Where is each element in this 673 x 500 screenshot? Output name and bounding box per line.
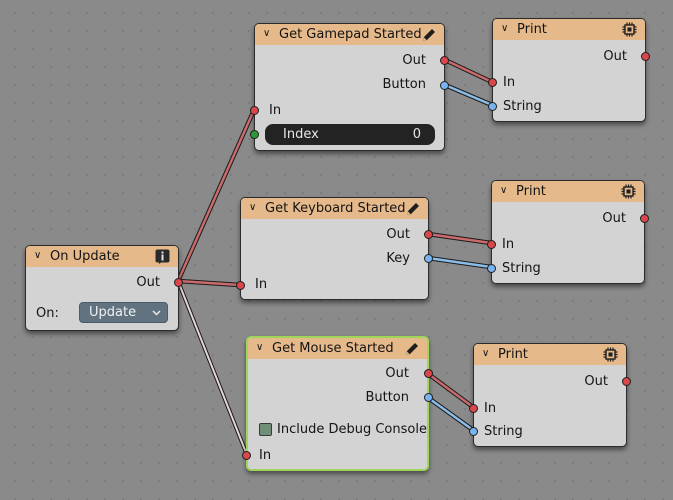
- socket-string[interactable]: [469, 427, 478, 436]
- socket-string[interactable]: [488, 102, 497, 111]
- chevron-down-icon: [152, 310, 161, 315]
- on-label: On:: [36, 306, 59, 321]
- chevron-down-icon[interactable]: ∨: [501, 23, 509, 34]
- node-print-2[interactable]: ∨ Print Out In String: [487, 180, 649, 284]
- socket-out[interactable]: [424, 230, 433, 239]
- wire-mouse-out-to-print3: [425, 371, 475, 409]
- node-print-1[interactable]: ∨ Print Out In String: [488, 18, 650, 122]
- socket-out[interactable]: [622, 377, 631, 386]
- node-header[interactable]: ∨ Print: [492, 181, 644, 202]
- socket-index[interactable]: [250, 130, 259, 139]
- socket-label-out: Out: [584, 374, 608, 389]
- socket-label-in: In: [255, 277, 268, 292]
- chip-icon[interactable]: [621, 21, 638, 38]
- index-value: 0: [412, 127, 421, 142]
- chevron-down-icon[interactable]: ∨: [482, 348, 490, 359]
- node-header[interactable]: ∨ Print: [493, 19, 645, 40]
- socket-out[interactable]: [424, 369, 433, 378]
- on-event-dropdown[interactable]: Update: [79, 302, 168, 323]
- node-title: Get Mouse Started: [272, 341, 394, 356]
- socket-label-string: String: [502, 261, 541, 276]
- socket-in[interactable]: [487, 240, 496, 249]
- checkbox-label: Include Debug Console: [277, 422, 427, 437]
- socket-label-in: In: [503, 75, 516, 90]
- wire-keyboard-key-to-print2: [427, 255, 492, 270]
- node-title: Print: [516, 184, 546, 199]
- socket-label-out: Out: [136, 275, 160, 290]
- node-title: Print: [517, 22, 547, 37]
- socket-label-in: In: [502, 237, 515, 252]
- socket-string[interactable]: [487, 264, 496, 273]
- socket-label-string: String: [484, 424, 523, 439]
- node-get-gamepad-started[interactable]: ∨ Get Gamepad Started Out Button In Inde…: [250, 23, 449, 151]
- node-title: Get Gamepad Started: [279, 27, 422, 42]
- node-title: Print: [498, 347, 528, 362]
- socket-label-in: In: [259, 448, 272, 463]
- wire-update-to-mouse: [176, 280, 249, 456]
- socket-in[interactable]: [236, 281, 245, 290]
- socket-out[interactable]: [640, 214, 649, 223]
- socket-in[interactable]: [242, 451, 251, 460]
- socket-label-out: Out: [386, 227, 410, 242]
- wire-gamepad-out-to-print1: [444, 57, 493, 85]
- index-label: Index: [283, 127, 319, 142]
- chip-icon[interactable]: [602, 346, 619, 363]
- socket-label-key: Key: [386, 251, 410, 266]
- chevron-down-icon[interactable]: ∨: [500, 185, 508, 196]
- socket-label-out: Out: [602, 211, 626, 226]
- socket-label-in: In: [484, 401, 497, 416]
- node-print-3[interactable]: ∨ Print Out In String: [469, 343, 631, 447]
- chevron-down-icon[interactable]: ∨: [263, 28, 271, 39]
- node-header[interactable]: ∨ Get Mouse Started: [248, 338, 427, 359]
- node-get-keyboard-started[interactable]: ∨ Get Keyboard Started Out Key In: [236, 197, 433, 300]
- chevron-down-icon[interactable]: ∨: [256, 342, 264, 353]
- chip-icon[interactable]: [620, 183, 637, 200]
- chevron-down-icon[interactable]: ∨: [249, 202, 257, 213]
- chevron-down-icon[interactable]: ∨: [34, 250, 42, 261]
- socket-key[interactable]: [424, 254, 433, 263]
- socket-label-out: Out: [402, 53, 426, 68]
- node-header[interactable]: ∨ Get Keyboard Started: [241, 198, 428, 219]
- wire-mouse-button-to-print3: [425, 395, 475, 432]
- node-header[interactable]: ∨ Get Gamepad Started: [255, 24, 444, 45]
- dropdown-value: Update: [89, 305, 137, 320]
- index-field[interactable]: Index 0: [265, 124, 435, 145]
- node-get-mouse-started[interactable]: ∨ Get Mouse Started Out Button Include D…: [242, 336, 433, 471]
- socket-button[interactable]: [440, 81, 449, 90]
- socket-in[interactable]: [469, 404, 478, 413]
- socket-label-in: In: [269, 103, 282, 118]
- socket-out[interactable]: [440, 56, 449, 65]
- socket-out[interactable]: [641, 52, 650, 61]
- socket-label-string: String: [503, 99, 542, 114]
- pencil-icon[interactable]: [420, 26, 437, 43]
- socket-in[interactable]: [250, 106, 259, 115]
- socket-label-button: Button: [365, 390, 409, 405]
- socket-in[interactable]: [488, 78, 497, 87]
- socket-button[interactable]: [424, 393, 433, 402]
- socket-label-button: Button: [382, 77, 426, 92]
- pencil-icon[interactable]: [404, 200, 421, 217]
- wire-update-to-keyboard: [177, 278, 241, 288]
- node-header[interactable]: ∨ Print: [474, 344, 626, 365]
- wire-keyboard-out-to-print2: [427, 231, 492, 246]
- socket-label-out: Out: [385, 366, 409, 381]
- socket-label-out: Out: [603, 49, 627, 64]
- pencil-icon[interactable]: [403, 340, 420, 357]
- wire-gamepad-button-to-print1: [444, 82, 493, 108]
- node-header[interactable]: ∨ On Update: [26, 246, 178, 267]
- node-title: On Update: [50, 249, 120, 264]
- node-title: Get Keyboard Started: [265, 201, 406, 216]
- info-icon[interactable]: [154, 248, 171, 265]
- socket-out[interactable]: [174, 278, 183, 287]
- include-debug-console-checkbox[interactable]: [259, 423, 272, 436]
- node-on-update[interactable]: ∨ On Update Out On: Update: [25, 245, 183, 331]
